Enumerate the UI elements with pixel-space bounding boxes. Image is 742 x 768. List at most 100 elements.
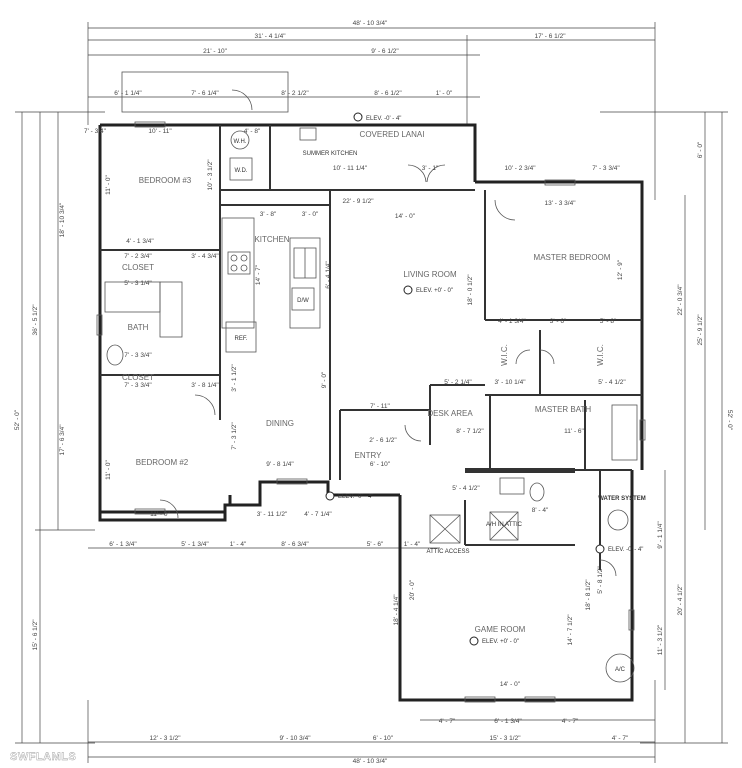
window-icon bbox=[524, 696, 556, 703]
dim-inner: 3' - 6" bbox=[550, 318, 567, 325]
ac-unit-icon bbox=[605, 653, 635, 683]
dim-inner: 7' - 11" bbox=[370, 403, 390, 410]
room-bath: BATH bbox=[128, 323, 149, 332]
elevation-labels: ELEV. -0' - 4" ELEV. +0' - 0" ELEV. -0' … bbox=[338, 116, 643, 645]
dim-top-right: 17' - 6 1/2" bbox=[534, 33, 566, 40]
room-wic2: W.I.C. bbox=[596, 344, 605, 366]
dim-inner: 20' - 0" bbox=[409, 579, 416, 600]
dim-bottom-b: 9' - 10 3/4" bbox=[279, 735, 311, 742]
room-dining: DINING bbox=[266, 419, 294, 428]
elevation-markers bbox=[325, 112, 605, 646]
dim-top-left: 31' - 4 1/4" bbox=[254, 33, 286, 40]
dim-inner: 5' - 8 1/2" bbox=[597, 566, 604, 594]
dim-bottom-h: 4' - 7" bbox=[562, 718, 579, 725]
dim-inner: 18' - 0 1/2" bbox=[467, 274, 474, 306]
dim-inner: 11' - 0" bbox=[105, 459, 112, 479]
dim-right-f: 6' - 0" bbox=[697, 141, 704, 158]
dim-inner: 4' - 8" bbox=[244, 128, 261, 135]
refrigerator-icon bbox=[225, 321, 257, 353]
room-summer-kitchen: SUMMER KITCHEN bbox=[303, 151, 358, 157]
dim-bottom-k: 1' - 4" bbox=[230, 541, 247, 548]
dim-inner: 5' - 4 1/2" bbox=[452, 485, 480, 492]
dim-top-b: 9' - 6 1/2" bbox=[371, 48, 399, 55]
room-living: LIVING ROOM bbox=[403, 270, 457, 279]
elev-entry: ELEV. -0' - 4" bbox=[338, 494, 373, 500]
dim-left-c: 18' - 10 3/4" bbox=[59, 202, 66, 237]
dishwasher-icon bbox=[291, 287, 315, 311]
dim-top-overall: 48' - 10 3/4" bbox=[353, 20, 388, 27]
range-icon bbox=[227, 251, 251, 275]
dim-inner: 7' - 3 3/4" bbox=[124, 352, 152, 359]
dim-inner: 3' - 4 3/4" bbox=[191, 253, 219, 260]
dim-inner: 6' - 10" bbox=[370, 461, 391, 468]
doors bbox=[159, 89, 617, 577]
dim-bottom-a: 12' - 3 1/2" bbox=[149, 735, 181, 742]
elev-game-room: ELEV. +0' - 0" bbox=[482, 639, 519, 645]
washer-dryer-icon bbox=[229, 157, 253, 181]
vanity-icon bbox=[159, 281, 183, 338]
dim-inner: 7' - 3 1/2" bbox=[231, 422, 238, 450]
room-kitchen: KITCHEN bbox=[254, 235, 289, 244]
water-heater-icon bbox=[230, 130, 250, 150]
dim-right-a: 22' - 0 3/4" bbox=[677, 284, 684, 316]
dim-inner: 8' - 7 1/2" bbox=[456, 428, 484, 435]
room-bedroom2: BEDROOM #2 bbox=[136, 458, 189, 467]
toilet-icon bbox=[106, 344, 124, 366]
dim-top-e: 8' - 2 1/2" bbox=[281, 90, 309, 97]
label-water-system: WATER SYSTEM bbox=[598, 496, 646, 502]
window-icon bbox=[96, 314, 103, 336]
dim-inner: 3' - 8" bbox=[260, 211, 277, 218]
dim-top-a: 21' - 10" bbox=[203, 48, 227, 55]
dim-left-a: 36' - 5 1/2" bbox=[32, 304, 39, 336]
window-icon bbox=[134, 121, 166, 128]
dim-bottom-overall: 48' - 10 3/4" bbox=[353, 758, 388, 765]
elevation-marker-icon bbox=[595, 544, 605, 554]
dim-inner: 3' - 10 1/4" bbox=[494, 379, 526, 386]
room-closet: CLOSET bbox=[122, 263, 154, 272]
dim-bottom-j: 5' - 1 3/4" bbox=[181, 541, 209, 548]
dim-inner: 3' - 8 1/4" bbox=[191, 382, 219, 389]
dim-inner: 10' - 11 1/4" bbox=[333, 165, 368, 172]
label-dw: D/W bbox=[297, 298, 309, 304]
elev-lanai: ELEV. -0' - 4" bbox=[366, 116, 401, 122]
elev-water: ELEV. -0' - 4" bbox=[608, 547, 643, 553]
dim-inner: 3' - 11 1/2" bbox=[257, 511, 288, 518]
dim-inner: 5' - 4 1/2" bbox=[598, 379, 626, 386]
label-ac: A/C bbox=[615, 667, 626, 673]
header-beam bbox=[465, 468, 575, 473]
watermark: SWFLAMLS bbox=[10, 751, 76, 763]
dim-top-c: 6' - 1 1/4" bbox=[114, 90, 142, 97]
elevation-marker-icon bbox=[325, 491, 335, 501]
room-labels: BEDROOM #3 CLOSET BATH CLOSET BEDROOM #2… bbox=[122, 130, 646, 673]
dim-inner: 13' - 3 3/4" bbox=[544, 200, 576, 207]
dim-inner: 14' - 0" bbox=[500, 681, 521, 688]
label-wh: W.H. bbox=[234, 139, 247, 145]
dim-bottom-f: 4' - 7" bbox=[439, 718, 456, 725]
dim-inner: 5' - 3 1/4" bbox=[124, 280, 152, 287]
dim-bottom-i: 6' - 1 3/4" bbox=[109, 541, 137, 548]
dim-bottom-d: 15' - 3 1/2" bbox=[489, 735, 521, 742]
dim-bottom-g: 6' - 1 3/4" bbox=[494, 718, 522, 725]
dim-bottom-c: 6' - 10" bbox=[373, 735, 394, 742]
water-system-icon bbox=[607, 509, 629, 531]
shower-icon bbox=[611, 404, 638, 461]
label-ah-in-attic: A/H IN ATTIC bbox=[486, 522, 523, 528]
dim-right-c: 20' - 4 1/2" bbox=[677, 584, 684, 616]
dimensions-bottom: 48' - 10 3/4" 12' - 3 1/2" 9' - 10 3/4" … bbox=[109, 541, 629, 765]
elev-living: ELEV. +0' - 0" bbox=[416, 288, 453, 294]
elevation-marker-icon bbox=[353, 112, 363, 122]
room-desk-area: DESK AREA bbox=[427, 409, 473, 418]
dimensions-left: 52' - 0" 36' - 5 1/2" 15' - 6 1/2" 18' -… bbox=[14, 202, 66, 651]
dim-inner: 4' - 1 3/4" bbox=[498, 318, 526, 325]
dim-left-d: 17' - 6 3/4" bbox=[59, 424, 66, 456]
dim-inner: 14' - 7 1/2" bbox=[567, 614, 574, 646]
label-ref: REF. bbox=[234, 336, 247, 342]
dim-left-b: 15' - 6 1/2" bbox=[32, 619, 39, 651]
label-attic-access: ATTIC ACCESS bbox=[427, 549, 470, 555]
interior-walls bbox=[100, 125, 642, 570]
dim-inner: 9' - 8 1/4" bbox=[266, 461, 294, 468]
exterior-walls bbox=[98, 71, 644, 702]
dim-inner: 11' - 6" bbox=[564, 428, 584, 435]
room-master-bath: MASTER BATH bbox=[535, 405, 592, 414]
dim-inner: 3' - 0" bbox=[302, 211, 319, 218]
